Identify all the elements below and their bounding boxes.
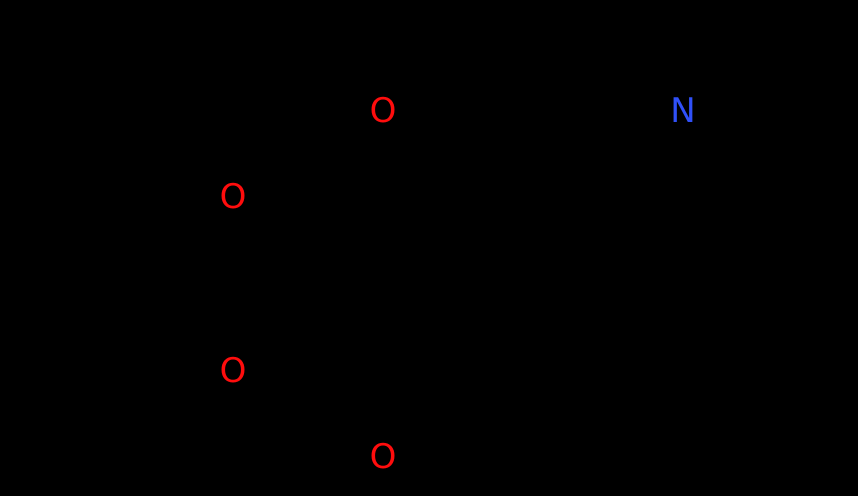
atom-oxygen-top: O <box>369 91 397 131</box>
atom-oxygen-upper-left: O <box>219 177 247 217</box>
atom-nitrogen: N <box>670 91 696 131</box>
atom-oxygen-lower-left: O <box>219 351 247 391</box>
atom-oxygen-bottom: O <box>369 437 397 477</box>
